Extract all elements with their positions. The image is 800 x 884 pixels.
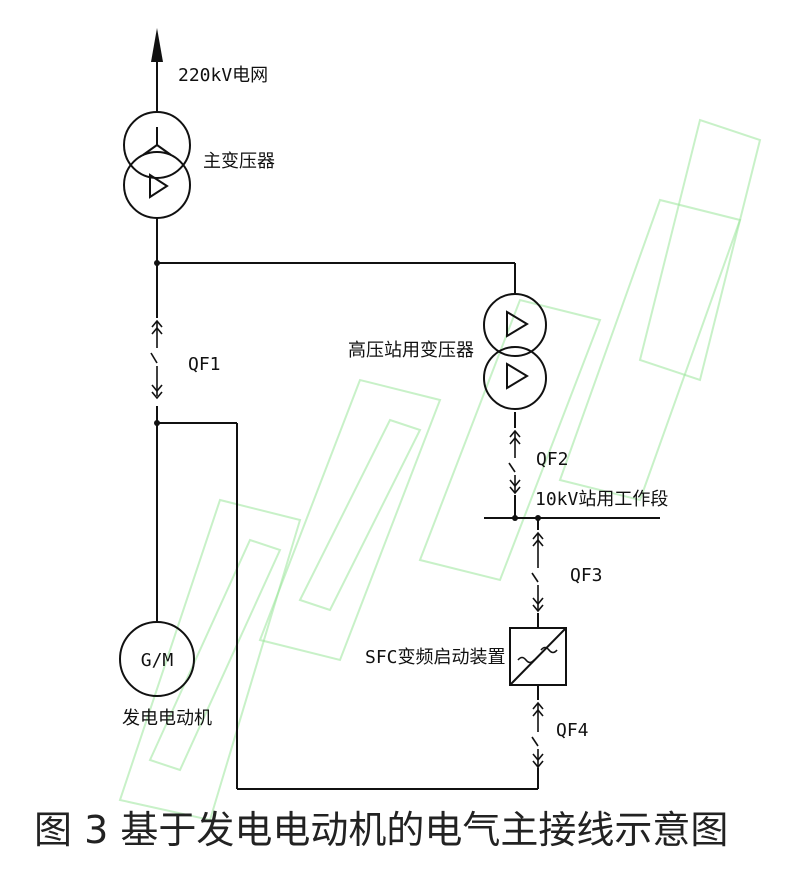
qf1-label: QF1 — [188, 354, 221, 375]
grid-label: 220kV电网 — [178, 65, 268, 86]
gm-label: G/M — [141, 650, 174, 671]
arrow-up-icon — [151, 28, 163, 62]
sfc-symbol — [509, 627, 567, 686]
breaker-qf4 — [531, 701, 544, 769]
main-transformer-label: 主变压器 — [203, 151, 275, 172]
bus-label: 10kV站用工作段 — [535, 489, 668, 510]
breaker-qf3 — [531, 531, 544, 613]
sfc-label: SFC变频启动装置 — [365, 647, 506, 668]
circuit-lines — [156, 60, 660, 790]
station-transformer-label: 高压站用变压器 — [348, 340, 474, 361]
junction-dots — [154, 260, 541, 521]
generator-motor-label: 发电电动机 — [122, 708, 212, 729]
generator-motor-symbol — [119, 621, 195, 697]
breaker-qf1 — [150, 319, 163, 400]
watermark — [118, 118, 762, 822]
station-transformer-symbol — [483, 293, 547, 410]
figure-caption: 图 3 基于发电电动机的电气主接线示意图 — [34, 808, 728, 852]
main-transformer-symbol — [123, 111, 191, 219]
qf2-label: QF2 — [536, 449, 569, 470]
qf4-label: QF4 — [556, 720, 589, 741]
breaker-qf2 — [508, 429, 521, 495]
qf3-label: QF3 — [570, 565, 603, 586]
